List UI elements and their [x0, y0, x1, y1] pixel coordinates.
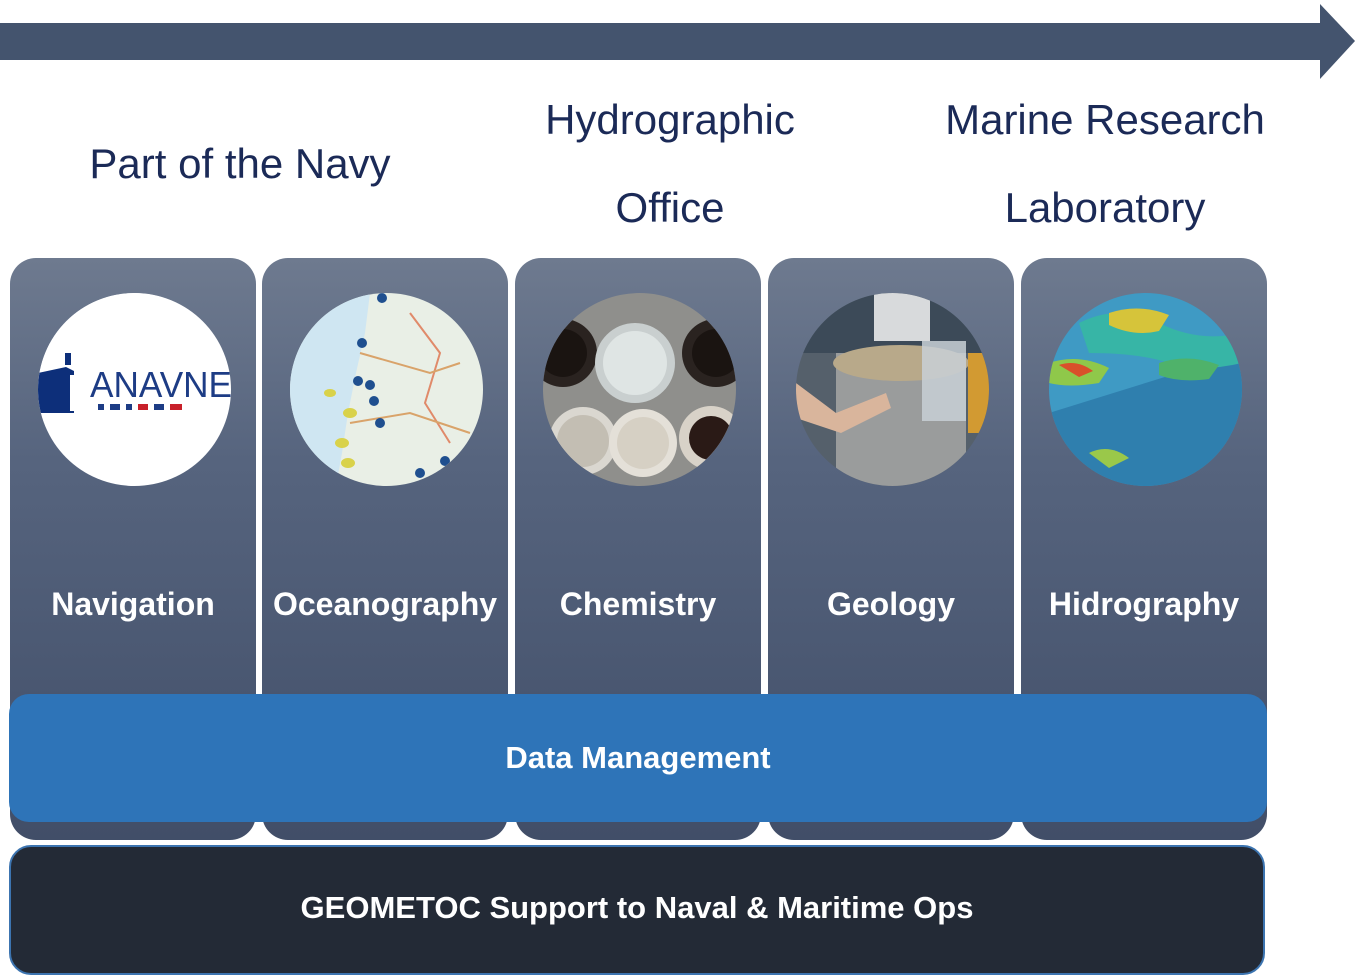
water-samples-image	[543, 293, 736, 486]
sediment-sampling-image	[796, 293, 989, 486]
discipline-label: Chemistry	[559, 586, 717, 622]
data-management-layer: Data Management	[9, 694, 1267, 822]
discipline-label: Hidrography	[1048, 586, 1240, 622]
phase-line: Hydrographic	[545, 96, 795, 143]
discipline-label: Oceanography	[272, 586, 498, 622]
anavne-logo-image: ANAVNE	[38, 293, 231, 486]
phase-line: Laboratory	[1004, 184, 1206, 231]
phase-line: Marine Research	[945, 96, 1265, 143]
discipline-column-geology: Geology	[768, 258, 1014, 840]
discipline-label: Navigation	[51, 586, 215, 622]
phase-part-of-the-navy: Part of the Navy	[40, 120, 440, 208]
discipline-column-navigation: ANAVNE Navigation	[10, 258, 256, 840]
phase-line: Office	[615, 184, 725, 231]
geometoc-support-label: GEOMETOC Support to Naval & Maritime Ops	[300, 890, 974, 925]
geometoc-support-layer: GEOMETOC Support to Naval & Maritime Ops	[9, 845, 1265, 975]
svg-text:ANAVNE: ANAVNE	[90, 364, 231, 405]
phase-hydrographic-office: Hydrographic Office	[470, 76, 870, 252]
data-management-label: Data Management	[505, 740, 771, 775]
coastal-map-image	[290, 293, 483, 486]
discipline-label: Geology	[826, 586, 955, 622]
seafloor-bathymetry-image	[1049, 293, 1242, 486]
phase-marine-research-laboratory: Marine Research Laboratory	[905, 76, 1305, 252]
timeline-arrow	[0, 4, 1355, 79]
phase-line: Part of the Navy	[89, 140, 391, 187]
